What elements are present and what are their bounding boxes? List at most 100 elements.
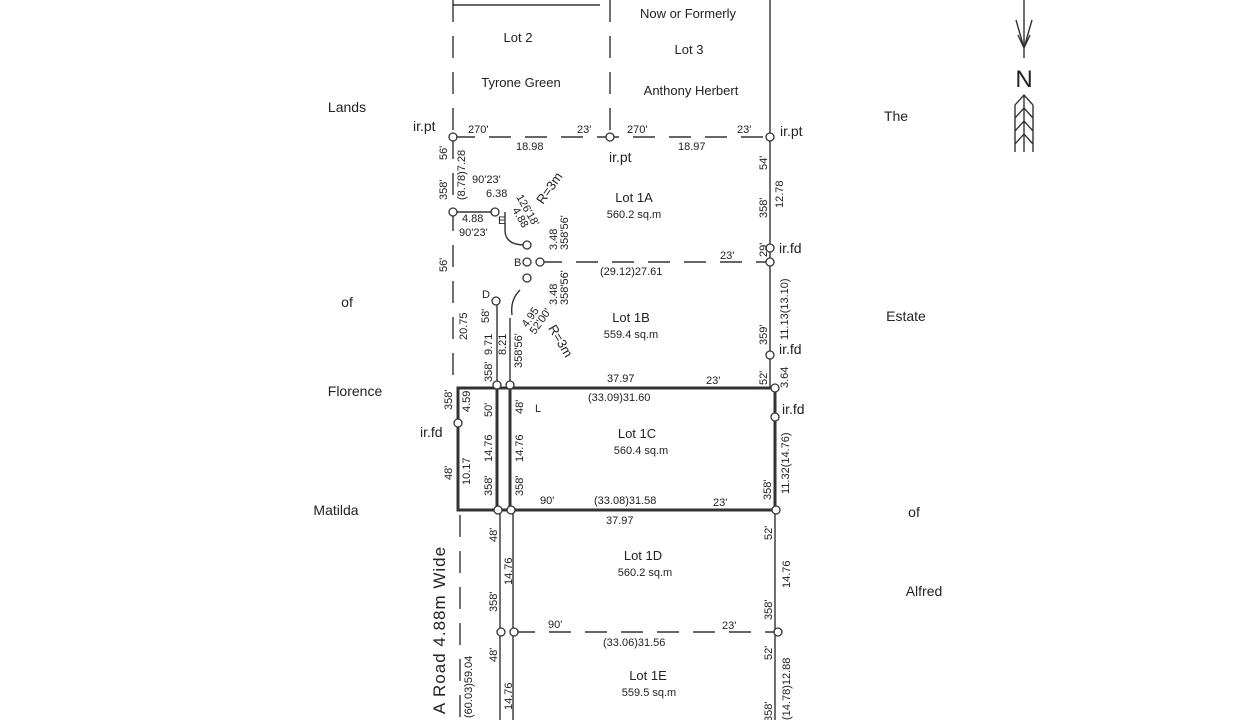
dim: 48': [488, 648, 500, 662]
dim: 52': [758, 371, 770, 385]
dim: 14.76: [503, 557, 515, 585]
lot2-title: Lot 2: [504, 30, 533, 45]
dim: 14.76: [514, 434, 526, 462]
dim: 14.76: [781, 560, 793, 588]
dim: 358': [488, 592, 500, 612]
west-label-1: Lands: [328, 99, 366, 115]
dim: 37.97: [607, 373, 635, 385]
dim: 58': [480, 309, 492, 323]
north-arrow-icon: [1014, 0, 1034, 152]
dim: 358'56': [513, 333, 525, 368]
dim: 6.38: [486, 188, 507, 200]
lot3-prefix: Now or Formerly: [640, 6, 737, 21]
dim: 23': [720, 250, 734, 262]
dim: (29.12)27.61: [600, 266, 662, 278]
dim: 20.75: [458, 312, 470, 340]
dim: (33.06)31.56: [603, 637, 665, 649]
lot-1a-area: 560.2 sq.m: [607, 209, 661, 221]
marker-irpt-mid: ir.pt: [609, 149, 632, 165]
dim: 270': [627, 124, 647, 136]
lot-1b-name: Lot 1B: [612, 310, 650, 325]
dim: 56': [438, 258, 450, 272]
dim: 10.17: [461, 457, 473, 485]
dim: 358': [762, 480, 774, 500]
marker-b: B: [514, 257, 521, 269]
east-label-3: of: [908, 504, 920, 520]
dim: 52': [763, 646, 775, 660]
west-label-4: Matilda: [313, 502, 358, 518]
lot-1d-area: 560.2 sq.m: [618, 567, 672, 579]
dim: 358'56': [559, 270, 571, 305]
lot3-owner: Anthony Herbert: [644, 83, 739, 98]
east-label-2: Estate: [886, 308, 926, 324]
marker-irfd-3: ir.fd: [782, 401, 805, 417]
dim: 358': [483, 362, 495, 382]
dim: 14.76: [483, 434, 495, 462]
north-label: N: [1015, 66, 1032, 93]
dim: (8.78)7.28: [456, 150, 468, 200]
boundary-lines: [452, 0, 778, 720]
lot-1a-name: Lot 1A: [615, 190, 653, 205]
dim: (33.08)31.58: [594, 495, 656, 507]
dim: R=3m: [545, 322, 576, 360]
dim: 3.64: [779, 367, 791, 388]
lot-1c-area: 560.4 sq.m: [614, 445, 668, 457]
dim: 8.21: [497, 334, 509, 355]
marker-irfd-1: ir.fd: [779, 240, 802, 256]
dim: 56': [438, 146, 450, 160]
marker-irfd-2: ir.fd: [779, 341, 802, 357]
dim: 48': [514, 400, 526, 414]
dim: 14.76: [503, 682, 515, 710]
dim: 358': [483, 476, 495, 496]
lot-1e-name: Lot 1E: [629, 668, 667, 683]
dim: 9.71: [483, 334, 495, 355]
dim: 358'56': [559, 215, 571, 250]
dim: 50': [483, 403, 495, 417]
dim: 11.13(13.10): [779, 278, 791, 340]
dim: 4.59: [461, 391, 473, 412]
dim: (14.78)12.88: [781, 658, 793, 720]
dim: 90'23': [459, 227, 488, 239]
dim: 23': [577, 124, 591, 136]
dim: 48': [488, 528, 500, 542]
dim: 23': [722, 620, 736, 632]
dim: 29': [758, 243, 770, 257]
dim: 90': [548, 619, 562, 631]
dim: 18.97: [678, 141, 706, 153]
dim: 359': [758, 325, 770, 345]
dim: 358': [514, 476, 526, 496]
dim: 4.88: [462, 213, 483, 225]
marker-irpt-ne: ir.pt: [780, 123, 803, 139]
lot-1c-name: Lot 1C: [618, 426, 656, 441]
marker-irpt-nw: ir.pt: [413, 118, 436, 134]
marker-irfd-4: ir.fd: [420, 424, 443, 440]
dim: 54': [758, 156, 770, 170]
west-label-3: Florence: [328, 383, 383, 399]
lot2-owner: Tyrone Green: [481, 75, 561, 90]
dim: 3.48: [548, 284, 560, 305]
dim: 23': [713, 497, 727, 509]
dim: 52': [763, 526, 775, 540]
marker-l: L: [535, 403, 541, 415]
dim: R=3m: [533, 169, 565, 206]
road-label: A Road 4.88m Wide: [430, 546, 449, 714]
lot-1d-name: Lot 1D: [624, 548, 662, 563]
dim: 37.97: [606, 515, 634, 527]
lot-1e-area: 559.5 sq.m: [622, 687, 676, 699]
dim: 358': [438, 180, 450, 200]
east-label-1: The: [884, 108, 908, 124]
lot3-title: Lot 3: [675, 42, 704, 57]
west-label-2: of: [341, 294, 353, 310]
dim: 90'23': [472, 174, 501, 186]
dim: 18.98: [516, 141, 544, 153]
dim: 358': [758, 198, 770, 218]
marker-d: D: [482, 289, 490, 301]
dim: 23': [737, 124, 751, 136]
east-label-4: Alfred: [906, 583, 943, 599]
dim: (60.03)59.04: [463, 656, 475, 718]
dim: 90': [540, 495, 554, 507]
dim: 270': [468, 124, 488, 136]
lot-1b-area: 559.4 sq.m: [604, 329, 658, 341]
marker-e: E: [498, 215, 505, 227]
